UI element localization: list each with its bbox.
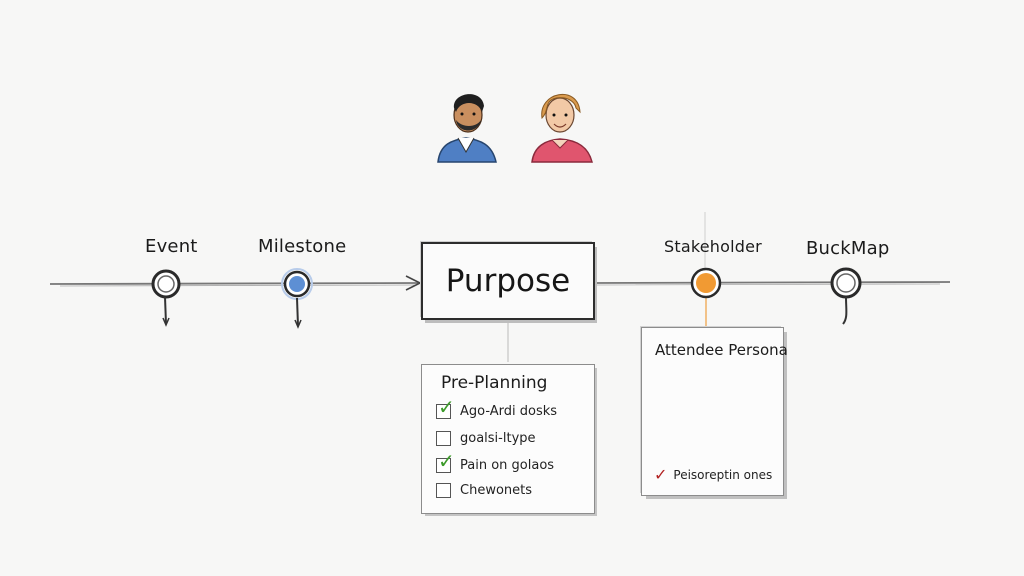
purpose-box: Purpose [421, 242, 595, 320]
persona-footer-text: Peisoreptin ones [673, 467, 773, 482]
woman-avatar-icon [531, 94, 593, 163]
milestone-label: Milestone [258, 236, 347, 257]
checklist-item: Chewonets [436, 480, 532, 500]
preplanning-title: Pre-Planning [441, 373, 548, 393]
checkbox [436, 482, 451, 498]
attendee-persona-card: Attendee Persona ✓ Peisoreptin ones [641, 327, 788, 496]
persona-footer: ✓ Peisoreptin ones [654, 465, 772, 484]
checkmark-icon: ✓ [654, 465, 668, 484]
checkmark-icon: ✓ [438, 394, 455, 419]
persona-title: Attendee Persona [655, 341, 788, 359]
stakeholder-label: Stakeholder [664, 237, 762, 256]
event-label: Event [145, 236, 198, 257]
checklist-item: ✓ Ago-Ardi dosks [436, 397, 558, 421]
checklist-item-text: Pain on golaos [460, 457, 555, 473]
checkbox: ✓ [436, 397, 455, 419]
buckmap-label: BuckMap [806, 238, 890, 259]
purpose-title: Purpose [445, 263, 571, 299]
checklist-item-text: Ago-Ardi dosks [460, 403, 558, 419]
buckmap-node [830, 267, 862, 325]
checklist-item-text: goalsi-ltype [460, 430, 536, 446]
checkbox [436, 430, 451, 446]
arrow-head [405, 275, 422, 291]
checklist-item-text: Chewonets [460, 482, 533, 498]
event-node [151, 269, 181, 327]
timeline-line [49, 281, 951, 285]
man-avatar-icon [437, 94, 497, 163]
checklist-item: ✓ Pain on golaos [436, 451, 555, 475]
preplanning-card: Pre-Planning ✓ Ago-Ardi dosks goalsi-lty… [421, 364, 595, 514]
checkbox: ✓ [436, 451, 455, 473]
milestone-node [281, 268, 313, 329]
checkmark-icon: ✓ [438, 448, 455, 473]
stakeholder-node [690, 212, 722, 330]
checklist-item: goalsi-ltype [436, 428, 536, 448]
